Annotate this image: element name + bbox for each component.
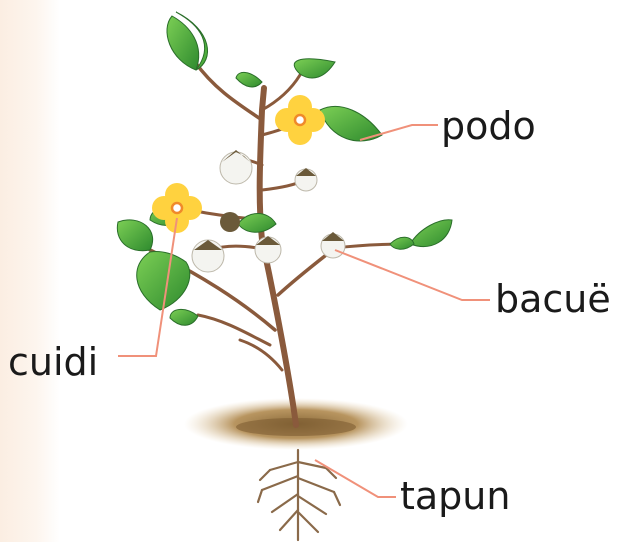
cotton-bolls xyxy=(192,150,345,272)
flower-top xyxy=(275,95,325,145)
leader-line-root xyxy=(315,460,396,497)
boll-5 xyxy=(255,236,281,263)
label-boll: bacuë xyxy=(495,280,611,318)
boll-2 xyxy=(295,168,317,191)
label-root: tapun xyxy=(400,477,510,515)
leader-line-boll xyxy=(335,250,490,300)
roots xyxy=(258,450,340,540)
label-flower: cuidi xyxy=(8,343,98,381)
flower-left xyxy=(152,183,202,233)
boll-1 xyxy=(220,150,252,184)
label-leaf: podo xyxy=(441,107,536,145)
boll-6 xyxy=(321,232,345,258)
boll-4 xyxy=(192,240,224,272)
boll-3 xyxy=(220,212,240,232)
